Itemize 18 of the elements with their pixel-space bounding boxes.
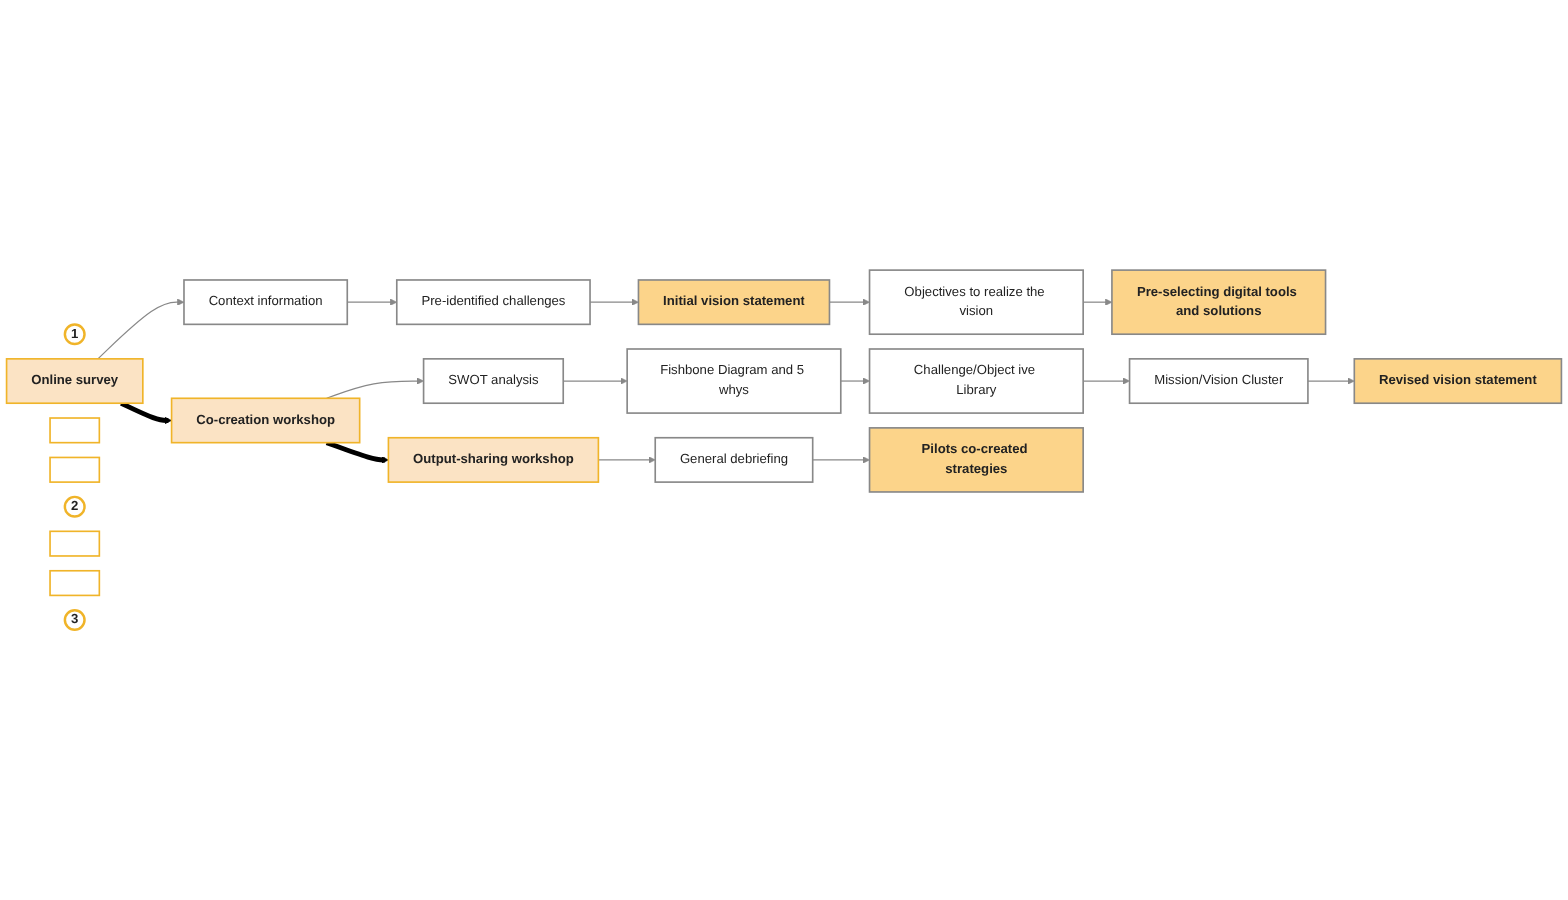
arrow bbox=[597, 456, 656, 464]
arrow bbox=[120, 401, 172, 425]
arrow bbox=[828, 298, 870, 306]
arrow bbox=[562, 377, 628, 385]
arrow bbox=[326, 377, 424, 399]
arrow bbox=[589, 298, 639, 306]
arrow bbox=[97, 298, 185, 360]
arrow bbox=[1082, 298, 1113, 306]
arrow bbox=[325, 440, 389, 464]
arrow bbox=[1082, 377, 1130, 385]
arrow bbox=[840, 377, 870, 385]
node-box bbox=[49, 417, 101, 444]
arrow bbox=[812, 456, 870, 464]
node-box bbox=[49, 456, 101, 483]
arrow bbox=[1307, 377, 1355, 385]
node-box bbox=[49, 569, 101, 597]
node-box bbox=[49, 530, 101, 557]
arrow bbox=[346, 298, 398, 306]
